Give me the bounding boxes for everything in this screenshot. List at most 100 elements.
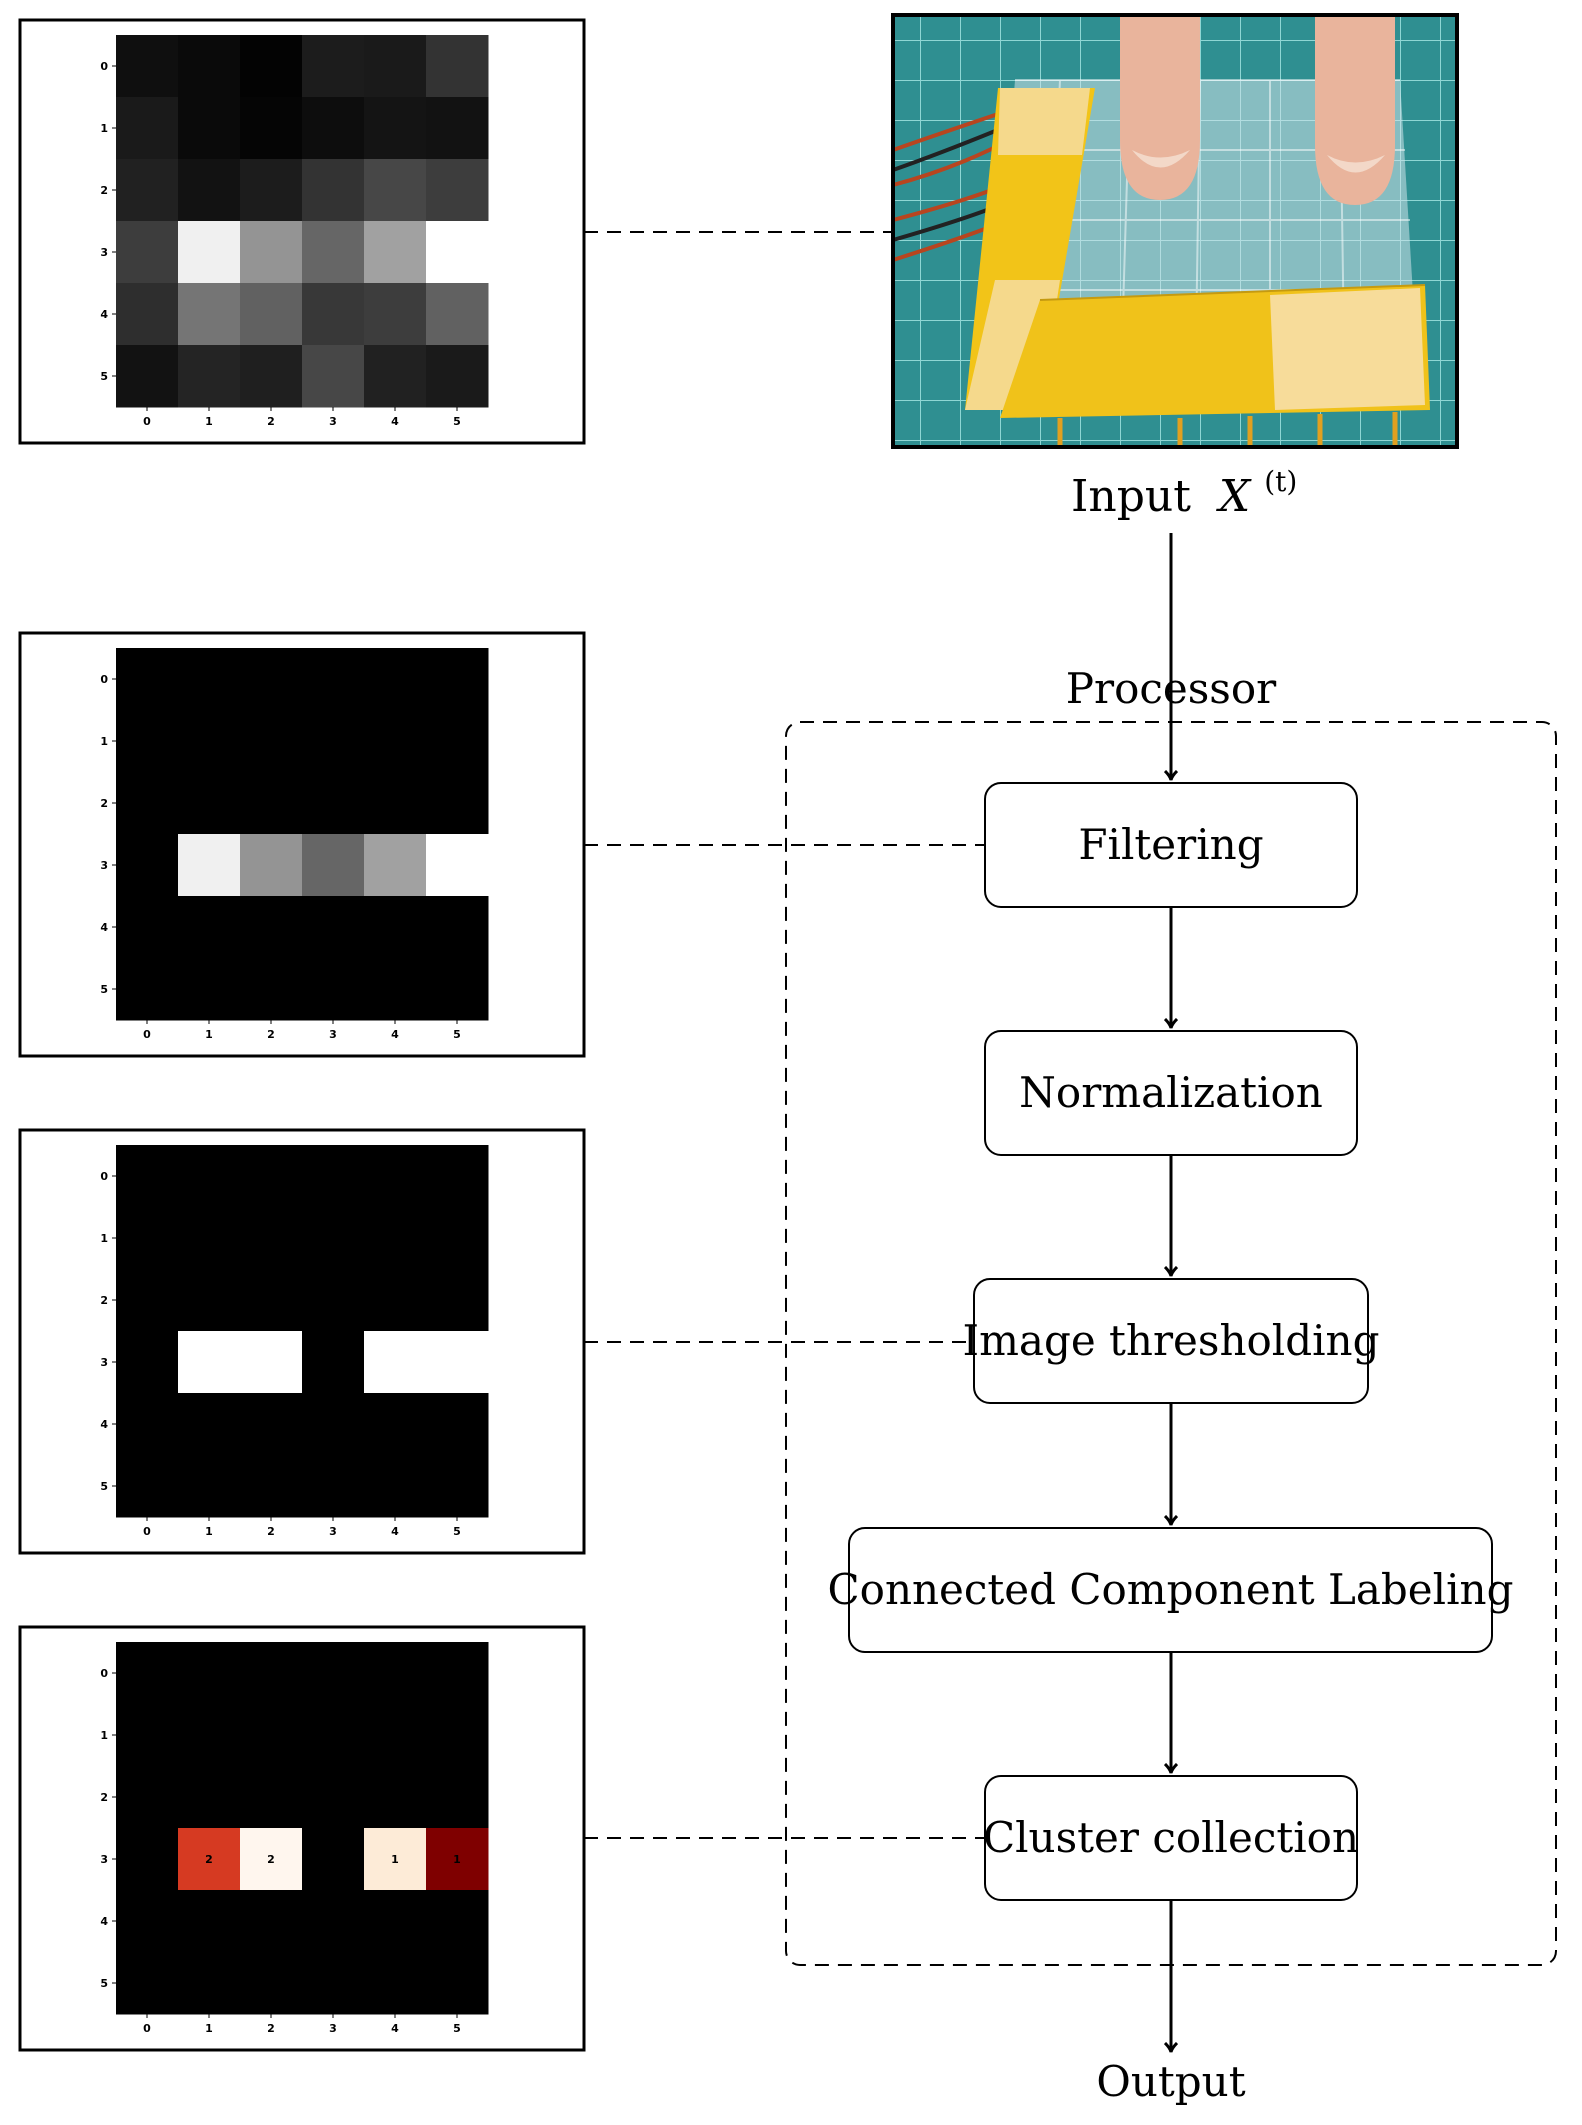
heatmap-cell [116, 283, 179, 346]
heatmap-cell [426, 1766, 489, 1829]
cluster-label: 2 [267, 1853, 275, 1866]
heatmap-cell [240, 710, 303, 773]
step-box [984, 782, 1358, 908]
heatmap-cell [426, 1704, 489, 1767]
heatmap-cell [364, 896, 427, 959]
heatmap-cell [178, 1952, 241, 2015]
y-tick-label: 5 [100, 1977, 108, 1990]
heatmap-cell [178, 35, 241, 98]
heatmap-cell [364, 1766, 427, 1829]
heatmap-cell [240, 648, 303, 711]
heatmap-cell [302, 1145, 365, 1208]
cluster-label: 1 [391, 1853, 399, 1866]
heatmap-cell [364, 97, 427, 160]
step-label: Image thresholding [963, 1316, 1380, 1365]
heatmap-cell [364, 221, 427, 284]
image-thresholding-step: Image thresholding [963, 1278, 1380, 1404]
heatmap-cell [364, 1331, 427, 1394]
heatmap-cell [116, 97, 179, 160]
heatmap-cell [240, 1145, 303, 1208]
heatmap-cell [426, 35, 489, 98]
heatmap-cell [178, 1455, 241, 1518]
heatmap-cell [240, 1331, 303, 1394]
x-tick-label: 3 [329, 415, 337, 428]
heatmap-cell [302, 1642, 365, 1705]
heatmap-cell [178, 958, 241, 1021]
y-tick-label: 5 [100, 1480, 108, 1493]
heatmap-cell [426, 97, 489, 160]
heatmap-cell [426, 1393, 489, 1456]
heatmap-cell [240, 1642, 303, 1705]
heatmap-cell [302, 1207, 365, 1270]
y-tick-label: 3 [100, 859, 108, 872]
y-tick-label: 0 [100, 1667, 108, 1680]
heatmap-cell [116, 648, 179, 711]
x-tick-label: 5 [453, 1525, 461, 1538]
x-tick-label: 4 [391, 1525, 399, 1538]
heatmap-cell [116, 1145, 179, 1208]
heatmap-cell [302, 35, 365, 98]
y-tick-label: 3 [100, 1853, 108, 1866]
x-tick-label: 0 [143, 415, 151, 428]
heatmap-cell [240, 772, 303, 835]
x-tick-label: 3 [329, 1525, 337, 1538]
heatmap-cell [302, 345, 365, 408]
processor-title: Processor [1066, 664, 1277, 713]
step-label: Connected Component Labeling [828, 1565, 1514, 1614]
heatmap-cell [240, 283, 303, 346]
heatmap-cell [178, 648, 241, 711]
heatmap-cell [240, 1890, 303, 1953]
heatmap-cell [302, 159, 365, 222]
heatmap-cell [116, 958, 179, 1021]
heatmap-cell [116, 35, 179, 98]
heatmap-cell [178, 283, 241, 346]
heatmap-cell [240, 1704, 303, 1767]
x-tick-label: 2 [267, 2022, 275, 2035]
step-box [984, 1030, 1358, 1156]
heatmap-cell [364, 1890, 427, 1953]
heatmap-cell [302, 648, 365, 711]
heatmap-cell [116, 1331, 179, 1394]
cluster-label: 1 [453, 1853, 461, 1866]
heatmap-cell [178, 834, 241, 897]
heatmap-cell [302, 1828, 365, 1891]
x-tick-label: 2 [267, 415, 275, 428]
y-tick-label: 5 [100, 370, 108, 383]
heatmap-cell [364, 1269, 427, 1332]
heatmap-cell [426, 834, 489, 897]
x-tick-label: 1 [205, 415, 213, 428]
heatmap-cell [364, 1207, 427, 1270]
y-tick-label: 2 [100, 1791, 108, 1804]
panel-connectors [584, 231, 985, 1839]
y-tick-label: 0 [100, 1170, 108, 1183]
heatmap-cell [240, 834, 303, 897]
heatmap-cell [178, 1704, 241, 1767]
heatmap-cell [426, 1145, 489, 1208]
connected-component-labeling-step: Connected Component Labeling [828, 1527, 1514, 1653]
heatmap-cell [302, 1455, 365, 1518]
step-label: Cluster collection [983, 1813, 1359, 1862]
x-tick-label: 3 [329, 2022, 337, 2035]
heatmap-cell [302, 1704, 365, 1767]
heatmap-cell [240, 1393, 303, 1456]
heatmap-cell [364, 958, 427, 1021]
heatmap-cell [426, 958, 489, 1021]
heatmap-cell [116, 1455, 179, 1518]
heatmap-cell [426, 1207, 489, 1270]
heatmap-cell [364, 710, 427, 773]
heatmap-cell [116, 896, 179, 959]
heatmap-cell [364, 283, 427, 346]
heatmap-cell [302, 1269, 365, 1332]
heatmap-cell [178, 97, 241, 160]
x-tick-label: 1 [205, 1525, 213, 1538]
heatmap-cell [178, 1393, 241, 1456]
y-tick-label: 0 [100, 60, 108, 73]
x-tick-label: 4 [391, 2022, 399, 2035]
heatmap-cell [178, 1642, 241, 1705]
heatmap-cell [364, 345, 427, 408]
heatmap-cell [178, 1269, 241, 1332]
